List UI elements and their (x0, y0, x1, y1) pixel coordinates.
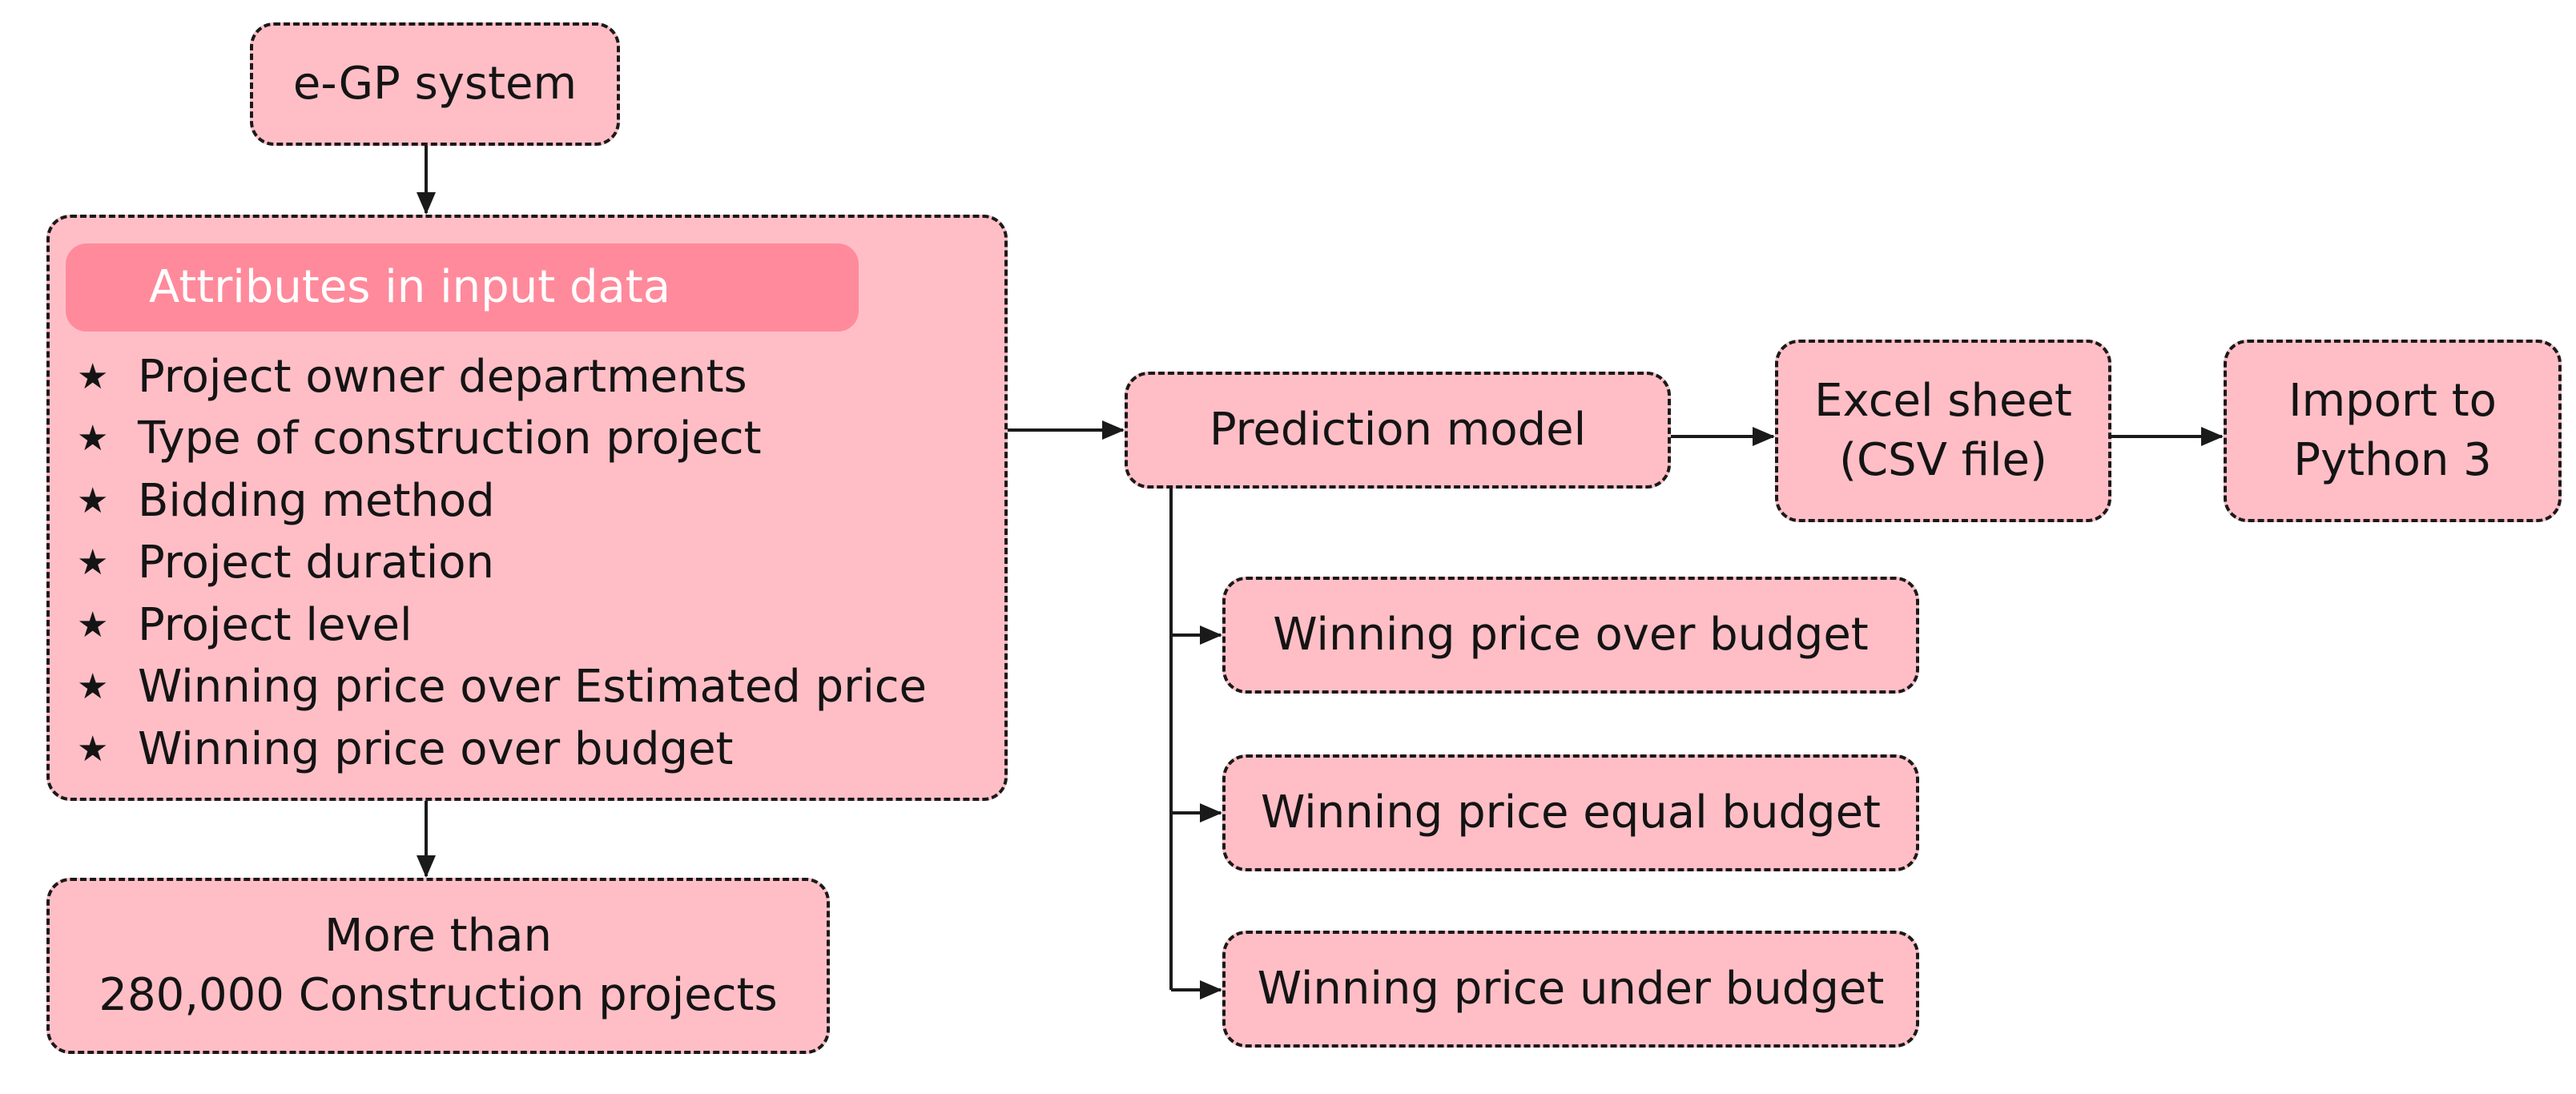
attributes-box: Attributes in input data ★ Project owner… (46, 215, 1008, 801)
outcome-under-budget-label: Winning price under budget (1257, 963, 1885, 1016)
dataset-size-box: More than 280,000 Construction projects (46, 878, 830, 1054)
star-icon: ★ (77, 728, 109, 770)
egp-system-box: e-GP system (250, 22, 620, 146)
attribute-label: Winning price over budget (138, 722, 734, 775)
attribute-label: Project owner departments (138, 350, 747, 403)
attribute-item: ★ Bidding method (77, 470, 927, 533)
excel-sheet-box: Excel sheet (CSV file) (1775, 340, 2111, 522)
import-line-1: Import to (2288, 375, 2497, 428)
egp-system-label: e-GP system (292, 58, 578, 111)
attribute-item: ★ Project owner departments (77, 346, 927, 408)
outcome-equal-budget-box: Winning price equal budget (1222, 754, 1919, 871)
star-icon: ★ (77, 356, 109, 397)
attribute-label: Project duration (138, 537, 495, 589)
attribute-label: Type of construction project (138, 412, 762, 465)
outcome-equal-budget-label: Winning price equal budget (1261, 786, 1881, 839)
excel-line-2: (CSV file) (1839, 434, 2047, 486)
star-icon: ★ (77, 542, 109, 584)
star-icon: ★ (77, 480, 109, 521)
import-python-box: Import to Python 3 (2224, 340, 2562, 522)
star-icon: ★ (77, 418, 109, 460)
outcome-over-budget-label: Winning price over budget (1273, 609, 1869, 662)
prediction-model-box: Prediction model (1125, 372, 1671, 489)
dataset-line-1: More than (324, 910, 552, 963)
attributes-header: Attributes in input data (66, 243, 859, 332)
attribute-item: ★ Project duration (77, 533, 927, 595)
attribute-item: ★ Project level (77, 594, 927, 657)
dataset-line-2: 280,000 Construction projects (99, 969, 778, 1021)
outcome-over-budget-box: Winning price over budget (1222, 577, 1919, 694)
star-icon: ★ (77, 604, 109, 646)
attributes-list: ★ Project owner departments ★ Type of co… (77, 346, 927, 781)
attribute-item: ★ Winning price over budget (77, 718, 927, 781)
attribute-item: ★ Winning price over Estimated price (77, 657, 927, 719)
attribute-item: ★ Type of construction project (77, 408, 927, 471)
attribute-label: Project level (138, 598, 413, 651)
import-line-2: Python 3 (2293, 434, 2492, 486)
outcome-under-budget-box: Winning price under budget (1222, 931, 1919, 1048)
attribute-label: Winning price over Estimated price (138, 661, 928, 714)
star-icon: ★ (77, 666, 109, 708)
attribute-label: Bidding method (138, 474, 495, 527)
excel-line-1: Excel sheet (1814, 375, 2072, 428)
prediction-model-label: Prediction model (1209, 404, 1587, 457)
